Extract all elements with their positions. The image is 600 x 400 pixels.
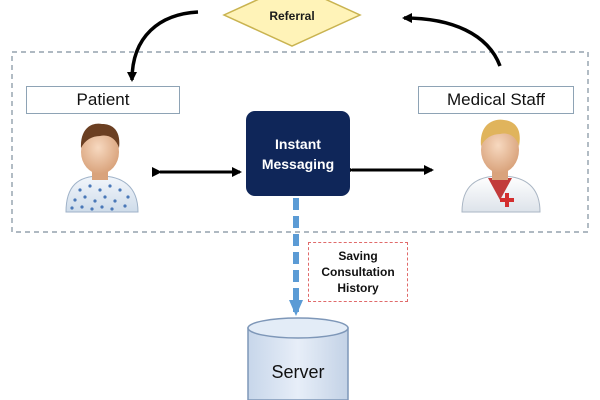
im-line-2: Messaging (261, 155, 335, 172)
saving-history-note: Saving Consultation History (308, 242, 408, 302)
saving-line-2: Consultation (321, 265, 395, 279)
saving-line-1: Saving (338, 249, 378, 263)
server-cylinder (247, 317, 349, 400)
server-label: Server (271, 361, 325, 382)
staff-to-referral-arrow (402, 13, 502, 67)
system-boundary (11, 51, 589, 233)
patient-label: Patient (26, 86, 180, 114)
patient-person-icon (65, 123, 139, 213)
im-line-1: Instant (275, 135, 321, 152)
referral-label: Referral (269, 9, 315, 23)
medical-staff-label: Medical Staff (418, 86, 574, 114)
instant-messaging-node: Instant Messaging (246, 111, 350, 196)
referral-to-patient-arrow (127, 10, 199, 82)
doctor-person-icon (461, 119, 541, 213)
referral-diamond (222, 0, 362, 47)
saving-line-3: History (337, 281, 379, 295)
